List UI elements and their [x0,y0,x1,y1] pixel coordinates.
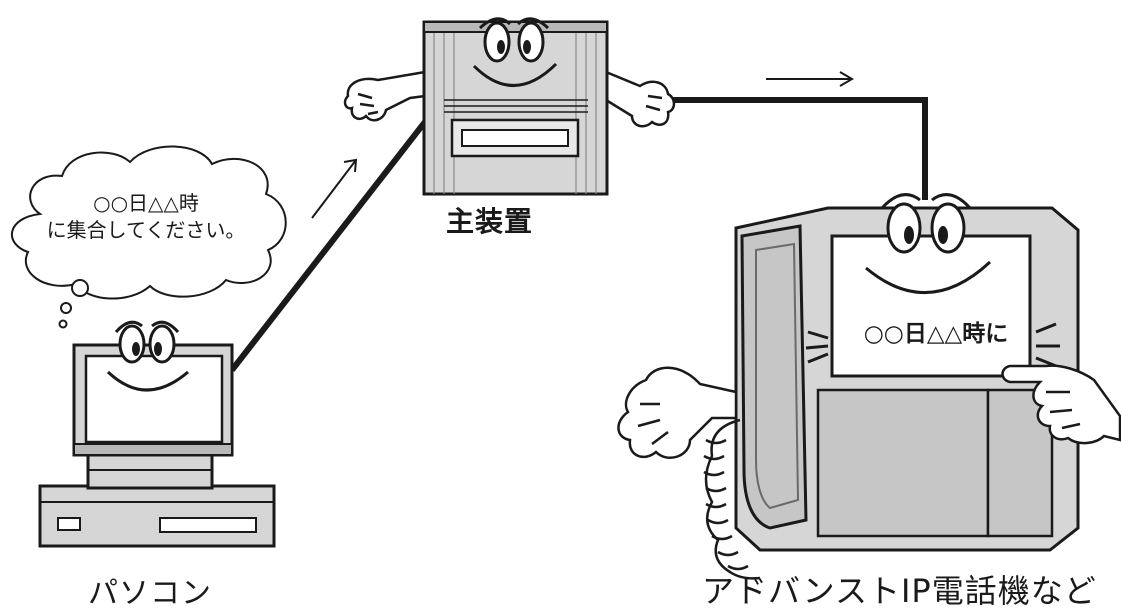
arrow-up-right-icon [312,160,356,218]
pc-base-unit [40,486,274,546]
pc-floppy-drive [160,518,256,532]
arrow-right-icon [766,72,852,86]
main-unit-illustration [345,19,674,194]
main-unit-body [424,22,607,194]
phone-label: アドバンストIP電話機など [702,566,1097,612]
speech-bubble-text: ○○日△△時 に集合してください。 [12,190,280,244]
speech-bubble-line2: に集合してください。 [12,217,280,244]
main-to-phone-cable [632,100,925,200]
pc-label: パソコン [88,568,212,612]
phone-illustration [618,195,1120,579]
pc-screen [86,356,222,442]
phone-keypad-left [818,390,988,536]
speech-bubble-line1: ○○日△△時 [12,190,280,217]
main-unit-label: 主装置 [446,200,533,240]
phone-left-hand-icon [618,368,736,458]
pc-power-button [58,518,80,530]
phone-screen-message: ○○日△△時に [836,314,1036,348]
pc-illustration [40,322,274,546]
main-unit-left-hand-icon [345,72,425,120]
phone-display [832,236,1030,376]
main-unit-right-hand-icon [606,72,674,126]
